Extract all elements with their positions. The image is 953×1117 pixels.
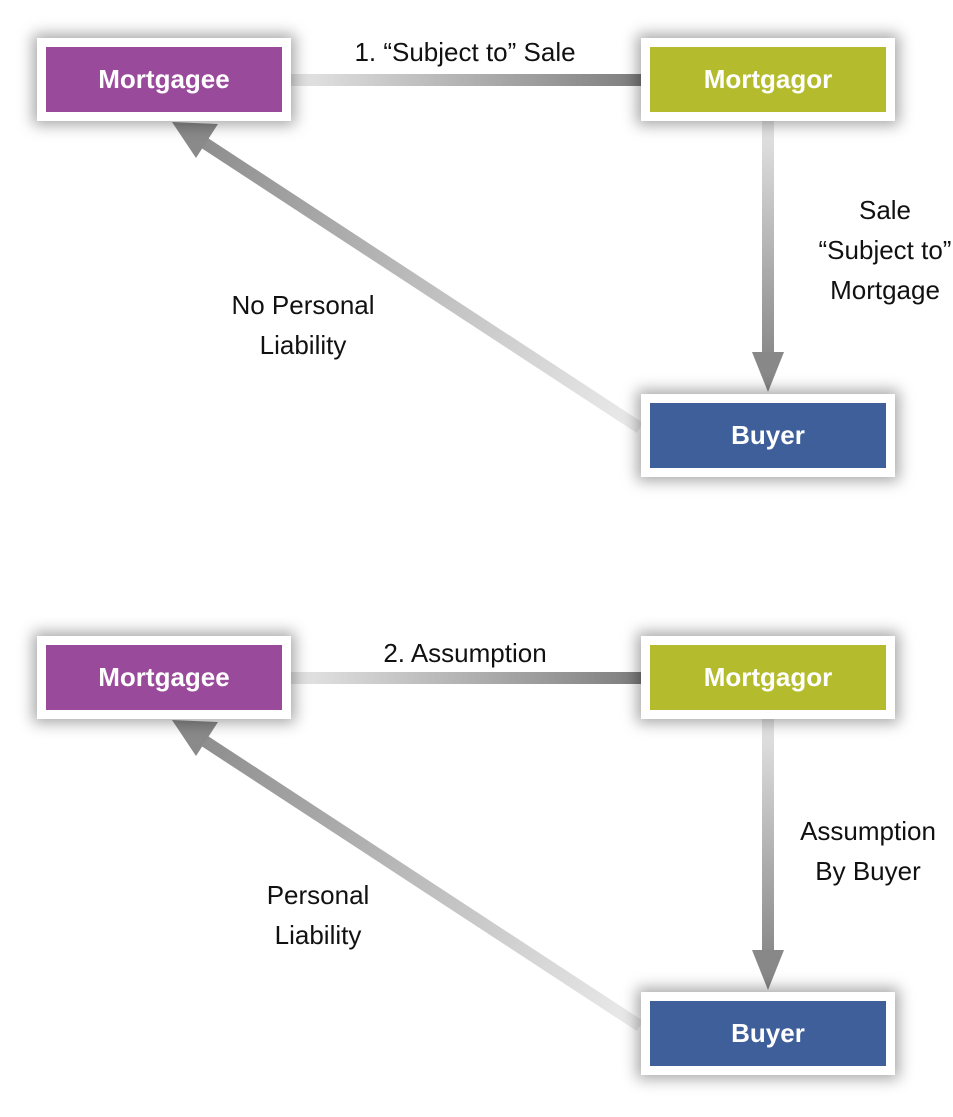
arrow-buyer-to-mortgagee-1 [172, 122, 644, 434]
connector-top-1 [290, 74, 642, 86]
buyer-box-1: Buyer [641, 394, 895, 477]
connector-top-2 [290, 672, 642, 684]
left-label-line: Liability [274, 920, 362, 950]
mortgagor-box-2: Mortgagor [641, 636, 895, 719]
mortgagee-box-1: Mortgagee [37, 38, 291, 121]
left-label-line: No Personal [231, 290, 375, 320]
right-label-line: Mortgage [830, 275, 940, 305]
arrow-mortgagor-to-buyer-2 [752, 718, 784, 990]
left-label-2: Personal Liability [267, 875, 370, 955]
right-label-line: “Subject to” [818, 235, 952, 265]
arrow-buyer-to-mortgagee-2 [172, 720, 644, 1032]
left-label-1: No Personal Liability [231, 285, 374, 365]
right-label-line: Sale [858, 195, 912, 225]
left-label-line: Liability [259, 330, 347, 360]
right-label-line: Assumption [800, 816, 936, 846]
right-label-2: Assumption By Buyer [800, 811, 936, 891]
left-label-line: Personal [266, 880, 370, 910]
buyer-box-2: Buyer [641, 992, 895, 1075]
mortgagee-box-2: Mortgagee [37, 636, 291, 719]
top-label-2: 2. Assumption [383, 638, 547, 668]
arrow-mortgagor-to-buyer-1 [752, 120, 784, 392]
top-label-1: 1. “Subject to” Sale [354, 37, 576, 67]
mortgagor-box-1: Mortgagor [641, 38, 895, 121]
right-label-1: Sale “Subject to” Mortgage [819, 190, 952, 310]
right-label-line: By Buyer [815, 856, 921, 886]
mortgagee-label: Mortgagee [46, 47, 282, 112]
buyer-label: Buyer [650, 1001, 886, 1066]
mortgagor-label: Mortgagor [650, 645, 886, 710]
mortgagee-label: Mortgagee [46, 645, 282, 710]
buyer-label: Buyer [650, 403, 886, 468]
mortgagor-label: Mortgagor [650, 47, 886, 112]
